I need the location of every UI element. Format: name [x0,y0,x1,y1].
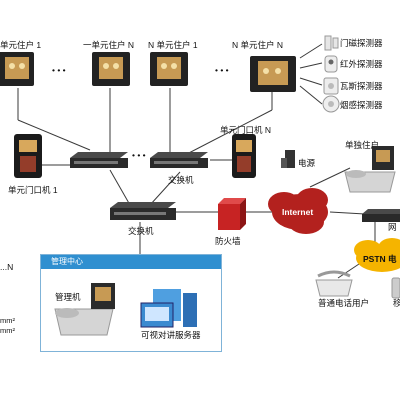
intercom-server-icon [140,289,197,328]
infrared-detector-icon [324,55,338,73]
indoor-monitor-icon [150,52,188,86]
management-machine-label: 管理机 [55,292,81,302]
management-video-phone-icon [54,283,115,336]
mobile-phone-icon [391,277,400,299]
infrared-detector-label: 红外探测器 [340,59,383,69]
management-devices [54,283,197,336]
network-switch-icon [70,152,128,168]
internet-label: Internet [282,207,314,217]
unit-n-resident-1-label: N 单元住户 1 [148,40,198,50]
gas-detector-label: 瓦斯探测器 [340,81,383,91]
right-partial-label: 移 [393,298,400,308]
indoor-monitor-icon [0,52,34,86]
mm2-label-2: mm² [0,326,15,335]
ellipsis-2: • • • [215,65,229,75]
left-n-partial-label: ...N [0,262,14,272]
power-supply-label: 电源 [298,158,316,168]
smoke-detector-icon [322,95,340,113]
firewall-icon [218,198,246,230]
unit-door-machine-1-label: 单元门口机 1 [8,185,58,195]
network-switch-icon [150,152,208,168]
internet-cloud-icon [268,188,328,234]
mm2-label-1: mm² [0,316,15,325]
network-switch-icon [110,202,176,220]
ellipsis-1: • • • [52,65,66,75]
switch-lower-label: 交换机 [128,226,154,236]
management-center-panel: 管理中心 管理机 可视对讲服务器 [40,254,222,352]
pstn-label: PSTN 电 [363,254,397,264]
firewall-label: 防火墙 [215,236,241,246]
switch-upper-label: 交换机 [168,175,194,185]
door-magnet-detector-icon [324,35,339,51]
telephone-icon [315,270,353,297]
gas-detector-icon [323,77,339,95]
unit-n-resident-n-label: N 单元住户 N [232,40,284,50]
indoor-monitor-icon [250,56,296,92]
pstn-cloud-icon [354,238,400,272]
single-resident-label: 单独住户 [345,140,380,150]
power-supply-icon [281,150,295,168]
unit-resident-1-label: 单元住户 1 [0,40,42,50]
door-magnet-detector-label: 门磁探测器 [340,38,383,48]
unit-door-machine-n-label: 单元门口机 N [220,125,272,135]
indoor-monitor-icon [92,52,130,86]
door-station-icon [232,134,256,178]
video-phone-icon [344,146,396,193]
door-station-icon [14,134,42,178]
network-switch-icon [362,209,400,222]
intercom-server-label: 可视对讲服务器 [141,330,201,340]
smoke-detector-label: 烟感探测器 [340,100,383,110]
ordinary-phone-user-label: 普通电话用户 [318,298,370,308]
management-center-title: 管理中心 [41,255,221,269]
gateway-partial-label: 网 [388,222,397,232]
unit-one-resident-n-label: 一单元住户 N [83,40,135,50]
ellipsis-3: • • • [132,150,146,160]
